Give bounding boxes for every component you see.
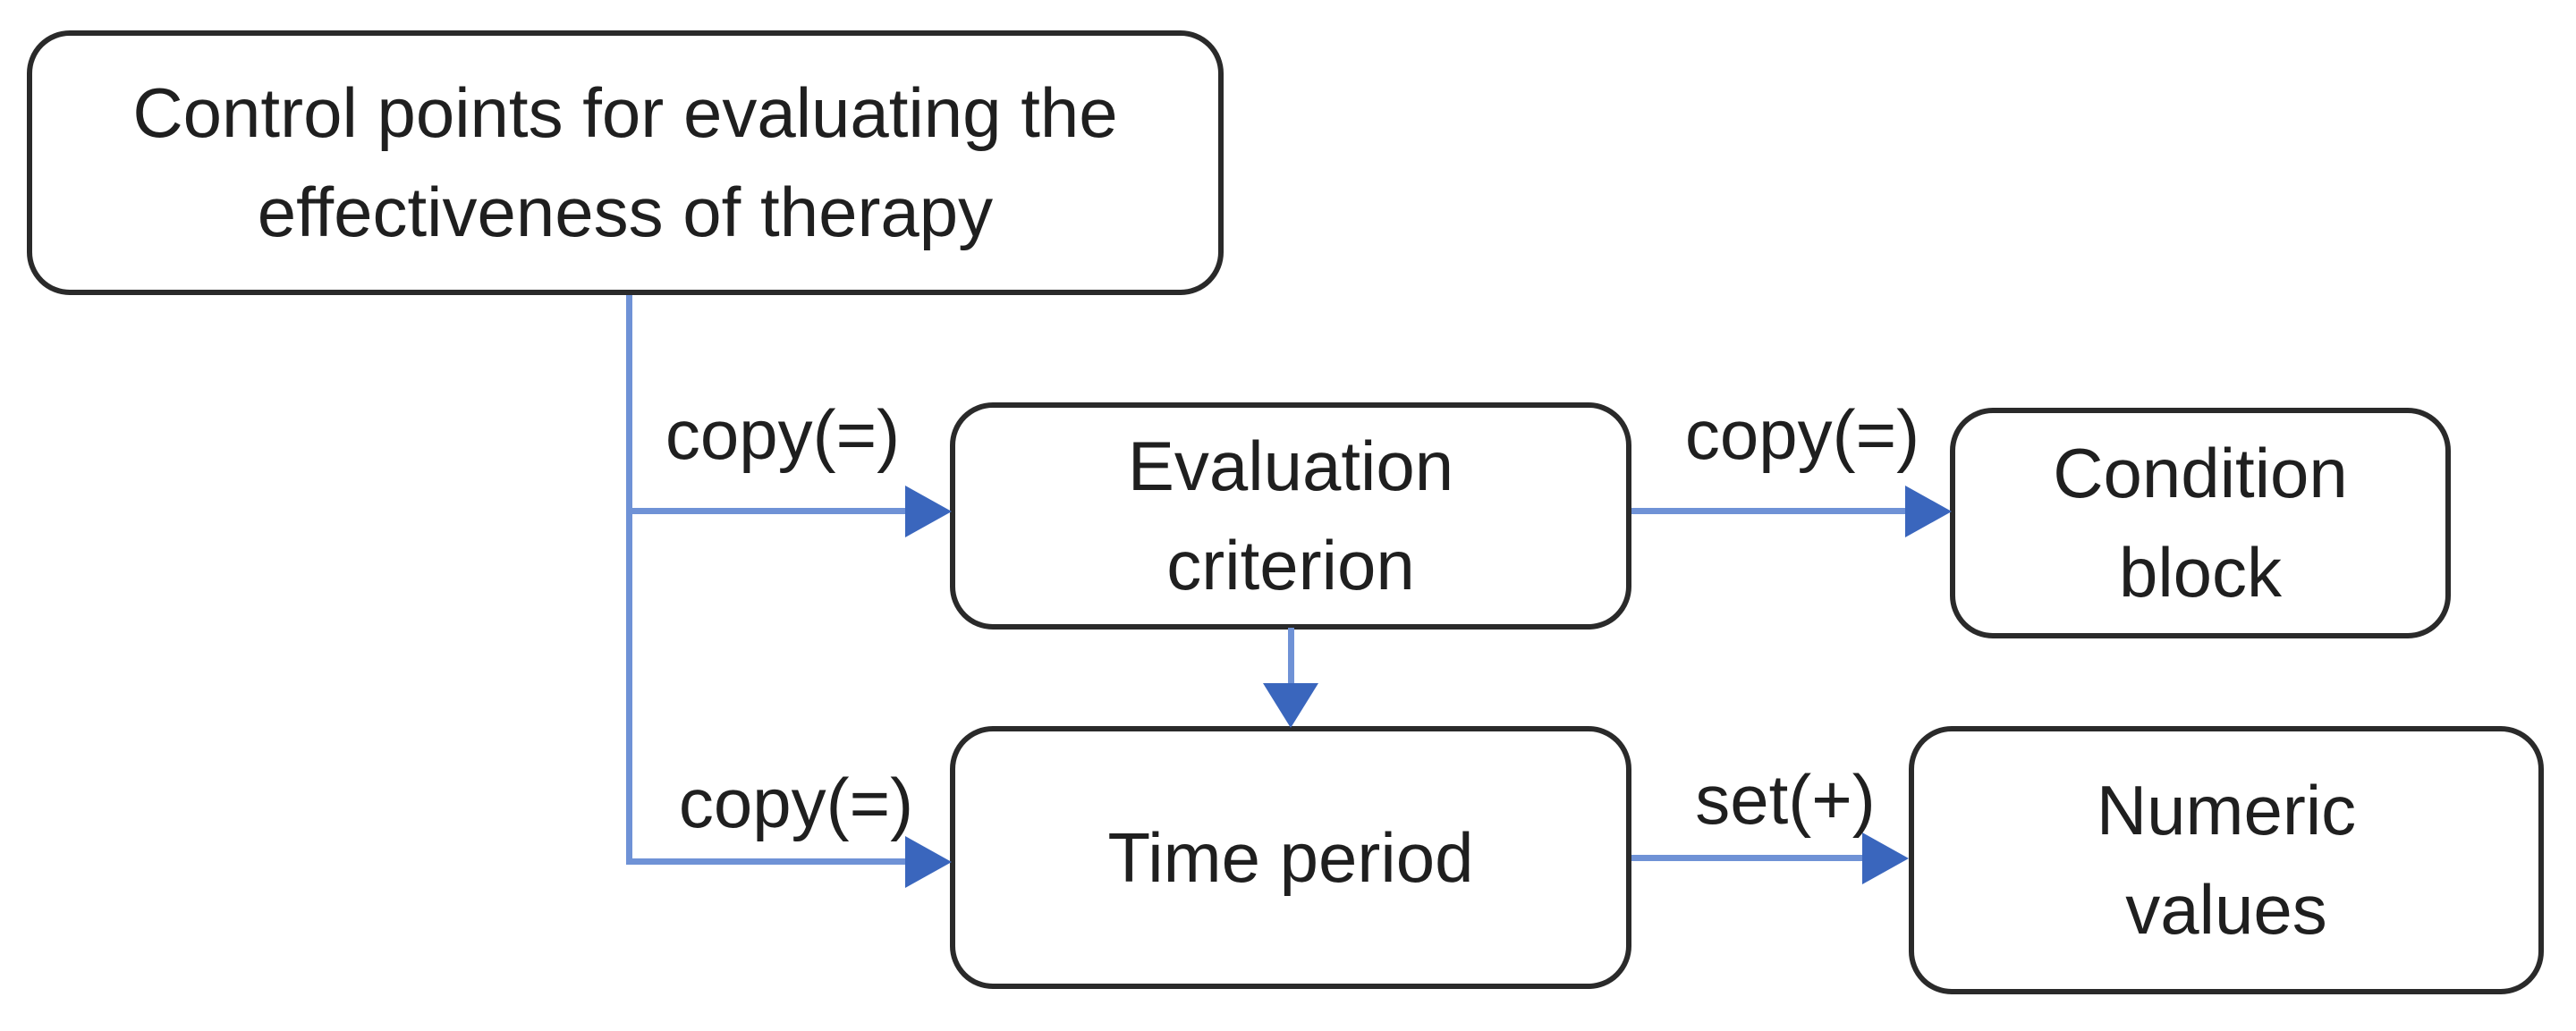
node-time-period-label: Time period — [1107, 817, 1474, 897]
node-evaluation-criterion-label: Evaluation criterion — [1127, 427, 1454, 604]
edge-label-copy-condition: copy(=) — [1684, 395, 1920, 474]
edge-label-copy-time-period: copy(=) — [678, 764, 914, 842]
connector-control-to-time-period — [626, 858, 905, 865]
node-evaluation-criterion: Evaluation criterion — [950, 402, 1631, 630]
node-numeric-values: Numeric values — [1909, 726, 2544, 994]
node-condition-block: Condition block — [1950, 408, 2451, 638]
connector-control-trunk — [626, 295, 632, 865]
node-control-points: Control points for evaluating the effect… — [27, 30, 1224, 295]
connector-evaluation-to-condition — [1631, 508, 1905, 514]
edge-label-copy-evaluation: copy(=) — [665, 395, 901, 474]
right-arrowhead-icon — [1862, 832, 1909, 884]
connector-control-to-evaluation — [626, 508, 905, 514]
node-time-period: Time period — [950, 726, 1631, 989]
edge-label-set-numeric: set(+) — [1695, 760, 1876, 839]
node-control-points-label: Control points for evaluating the effect… — [132, 73, 1118, 251]
right-arrowhead-icon — [905, 486, 952, 537]
node-numeric-values-label: Numeric values — [2096, 771, 2357, 949]
connector-time-period-to-numeric — [1631, 855, 1862, 861]
node-condition-block-label: Condition block — [2053, 434, 2348, 612]
right-arrowhead-icon — [905, 836, 952, 888]
down-arrowhead-icon — [1263, 683, 1318, 728]
right-arrowhead-icon — [1905, 486, 1952, 537]
connector-evaluation-to-time-period — [1288, 628, 1294, 683]
